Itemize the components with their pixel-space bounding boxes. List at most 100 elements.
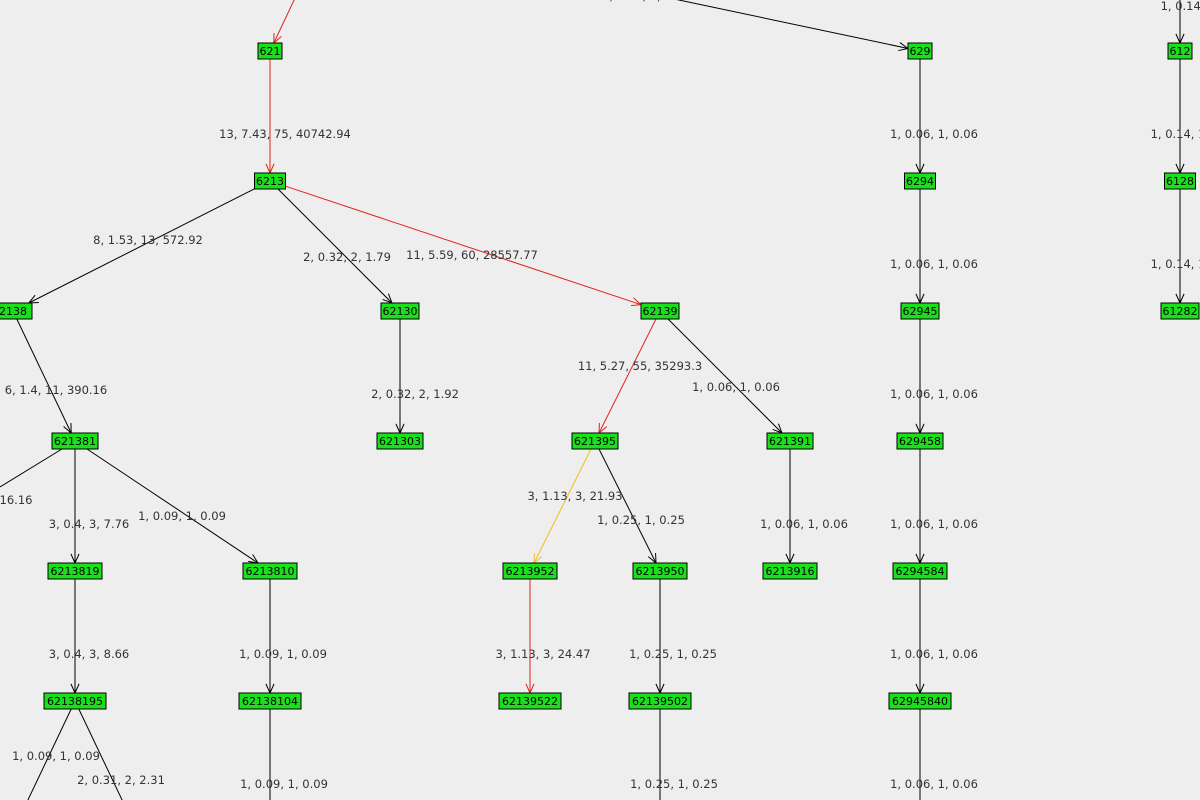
- node-box[interactable]: [896, 432, 944, 450]
- node-label: 61282: [1163, 305, 1198, 318]
- node-box[interactable]: [242, 562, 298, 580]
- node-box[interactable]: [888, 692, 952, 710]
- edge-3: [265, 59, 275, 175]
- node-box[interactable]: [376, 432, 424, 450]
- tree-node[interactable]: 62139: [640, 302, 680, 320]
- edge-label: 1, 0.25, 1, 0.25: [597, 513, 685, 527]
- node-label: 6213810: [246, 565, 295, 578]
- edge-line: [598, 448, 657, 564]
- edge-label: 1, 0.06, 1, 0.06: [760, 517, 848, 531]
- edge-23: [70, 579, 80, 695]
- node-box[interactable]: [498, 692, 562, 710]
- node-label: 629458: [899, 435, 941, 448]
- node-box[interactable]: [254, 172, 286, 190]
- node-box[interactable]: [640, 302, 680, 320]
- edge-19: [533, 448, 592, 565]
- edge-label: 1, 0.09, 1, 0.09: [12, 749, 100, 763]
- tree-node[interactable]: 62130: [380, 302, 420, 320]
- node-box[interactable]: [762, 562, 818, 580]
- tree-node[interactable]: 621: [257, 42, 283, 60]
- tree-node[interactable]: 2138: [0, 302, 33, 320]
- node-box[interactable]: [628, 692, 692, 710]
- tree-node[interactable]: 62138195: [43, 692, 107, 710]
- edge-label: 1, 0.06, 1, 0.06: [890, 257, 978, 271]
- edge-line: [28, 188, 255, 304]
- edge-line: [16, 318, 72, 434]
- tree-node[interactable]: 6294: [904, 172, 936, 190]
- edge-22: [915, 449, 925, 565]
- node-label: 621: [260, 45, 281, 58]
- tree-node[interactable]: 6128: [1164, 172, 1196, 190]
- tree-node[interactable]: 62138104: [238, 692, 302, 710]
- tree-node[interactable]: 6213952: [502, 562, 558, 580]
- edge-label: 11, 5.59, 60, 28557.77: [406, 248, 538, 262]
- edge-13: [598, 318, 657, 435]
- edge-line: [533, 448, 592, 564]
- tree-node[interactable]: 62945840: [888, 692, 952, 710]
- edge-15: [915, 319, 925, 435]
- node-box[interactable]: [1160, 302, 1200, 320]
- node-box[interactable]: [43, 692, 107, 710]
- edge-8: [285, 185, 643, 307]
- edge-label: 1, 0.09, 1, 0.09: [240, 777, 328, 791]
- edge-line: [285, 185, 642, 306]
- tree-node[interactable]: 612: [1167, 42, 1193, 60]
- edge-line: [667, 318, 783, 434]
- node-label: 62945: [903, 305, 938, 318]
- edge-21: [785, 449, 795, 565]
- edge-line: [676, 0, 909, 49]
- node-box[interactable]: [1167, 42, 1193, 60]
- node-box[interactable]: [47, 562, 103, 580]
- tree-node[interactable]: 621303: [376, 432, 424, 450]
- edge-label: 1, 0.06, 1, 0.06: [890, 647, 978, 661]
- tree-node[interactable]: 6294584: [892, 562, 948, 580]
- node-box[interactable]: [502, 562, 558, 580]
- edge-10: [1175, 189, 1185, 305]
- edge-label: 1, 0.09, 1, 0.09: [138, 509, 226, 523]
- tree-node[interactable]: 62945: [900, 302, 940, 320]
- edge-11: [16, 318, 72, 435]
- edge-label: 11, 5.27, 55, 35293.3: [578, 359, 702, 373]
- node-box[interactable]: [51, 432, 99, 450]
- tree-node[interactable]: 6213819: [47, 562, 103, 580]
- edge-label: 3, 1.13, 3, 24.47: [495, 647, 590, 661]
- tree-node[interactable]: 6213: [254, 172, 286, 190]
- edge-label: 1, 0.14, 1: [1161, 0, 1200, 13]
- tree-node[interactable]: 6213810: [242, 562, 298, 580]
- edge-line: [78, 708, 123, 800]
- tree-node[interactable]: 621395: [571, 432, 619, 450]
- node-box[interactable]: [632, 562, 688, 580]
- tree-node[interactable]: 6213916: [762, 562, 818, 580]
- node-box[interactable]: [900, 302, 940, 320]
- tree-node[interactable]: 629458: [896, 432, 944, 450]
- edge-label: 6, 1.4, 11, 390.16: [5, 383, 107, 397]
- edge-label: 1, 0.06, 1, 0.06: [692, 380, 780, 394]
- node-label: 62139522: [502, 695, 558, 708]
- edge-label: 3, 1.13, 3, 21.93: [527, 489, 622, 503]
- node-label: 6294584: [896, 565, 945, 578]
- node-box[interactable]: [766, 432, 814, 450]
- node-box[interactable]: [238, 692, 302, 710]
- node-box[interactable]: [0, 302, 33, 320]
- edge-line: [86, 448, 259, 564]
- node-box[interactable]: [892, 562, 948, 580]
- tree-node[interactable]: 629: [907, 42, 933, 60]
- edge-label: 2, 0.32, 2, 1.79: [303, 250, 391, 264]
- node-box[interactable]: [380, 302, 420, 320]
- node-label: 62138104: [242, 695, 298, 708]
- tree-node[interactable]: 6213950: [632, 562, 688, 580]
- tree-node[interactable]: 61282: [1160, 302, 1200, 320]
- tree-node[interactable]: 62139502: [628, 692, 692, 710]
- node-box[interactable]: [904, 172, 936, 190]
- tree-node[interactable]: 62139522: [498, 692, 562, 710]
- node-box[interactable]: [571, 432, 619, 450]
- node-box[interactable]: [257, 42, 283, 60]
- edge-label: 13, 7.43, 75, 40742.94: [219, 127, 351, 141]
- tree-node[interactable]: 621391: [766, 432, 814, 450]
- tree-node[interactable]: 621381: [51, 432, 99, 450]
- edge-label: 1, 0.25, 1, 0.25: [630, 777, 718, 791]
- node-box[interactable]: [907, 42, 933, 60]
- node-box[interactable]: [1164, 172, 1196, 190]
